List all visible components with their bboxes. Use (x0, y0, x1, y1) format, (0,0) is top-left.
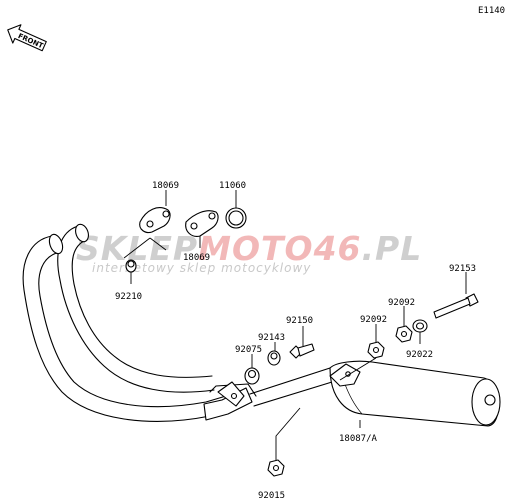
label-92210: 92210 (115, 292, 142, 302)
nut-92015 (267, 459, 285, 477)
nut-92092-lower (367, 341, 385, 359)
label-92153: 92153 (449, 264, 476, 274)
header-flange-18069-b (185, 210, 219, 237)
label-18087a: 18087/A (339, 434, 378, 444)
muffler (329, 360, 501, 427)
label-92015: 92015 (258, 491, 285, 501)
grommet-92075 (244, 367, 260, 385)
nut-92092-upper (395, 325, 413, 343)
label-92143: 92143 (258, 333, 285, 343)
watermark-subtitle: internetowy sklep motocyklowy (92, 261, 311, 275)
gasket-11060 (225, 207, 247, 229)
watermark-brand-b: MOTO46 (198, 229, 361, 268)
watermark-brand-c: .PL (362, 229, 423, 268)
collar-92143 (267, 350, 281, 366)
front-arrow-icon: FRONT (7, 24, 47, 52)
label-18069-a: 18069 (152, 181, 179, 191)
header-flange-18069-a (139, 207, 171, 234)
bolt-92150 (289, 343, 315, 359)
label-92022: 92022 (406, 350, 433, 360)
diagram-code: E1140 (478, 6, 505, 16)
label-11060: 11060 (219, 181, 246, 191)
stud-92210 (125, 259, 137, 273)
label-92092-upper: 92092 (388, 298, 415, 308)
leader-lines (123, 190, 467, 460)
label-18069-b: 18069 (183, 253, 210, 263)
bolt-92153 (433, 293, 479, 319)
label-92150: 92150 (286, 316, 313, 326)
exhaust-header-pipes (22, 223, 333, 422)
label-92075: 92075 (235, 345, 262, 355)
label-92092-lower: 92092 (360, 315, 387, 325)
washer-92022 (412, 319, 428, 333)
